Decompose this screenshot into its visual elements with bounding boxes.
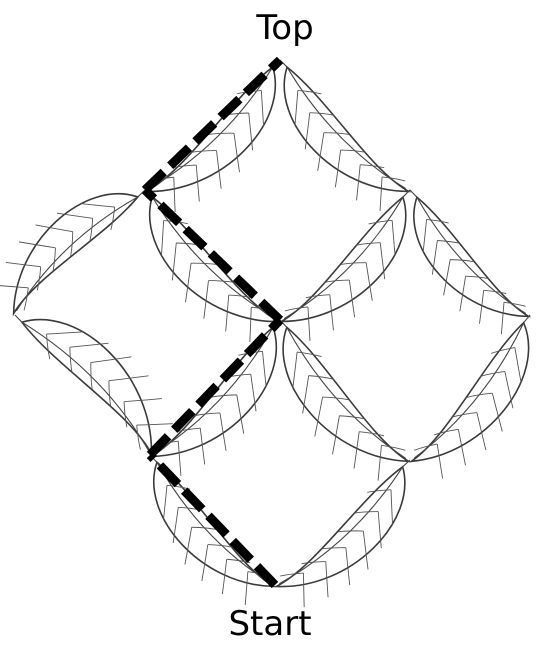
leaf-4 [108, 186, 283, 358]
leaf-7 [11, 277, 189, 459]
start-label: Start [170, 604, 370, 644]
leaf-11 [113, 451, 278, 620]
top-label: Top [185, 8, 385, 48]
leaf-12 [271, 456, 445, 623]
leaf-10 [406, 312, 536, 494]
leaves-layer [0, 56, 536, 623]
leaf-3 [0, 153, 149, 318]
